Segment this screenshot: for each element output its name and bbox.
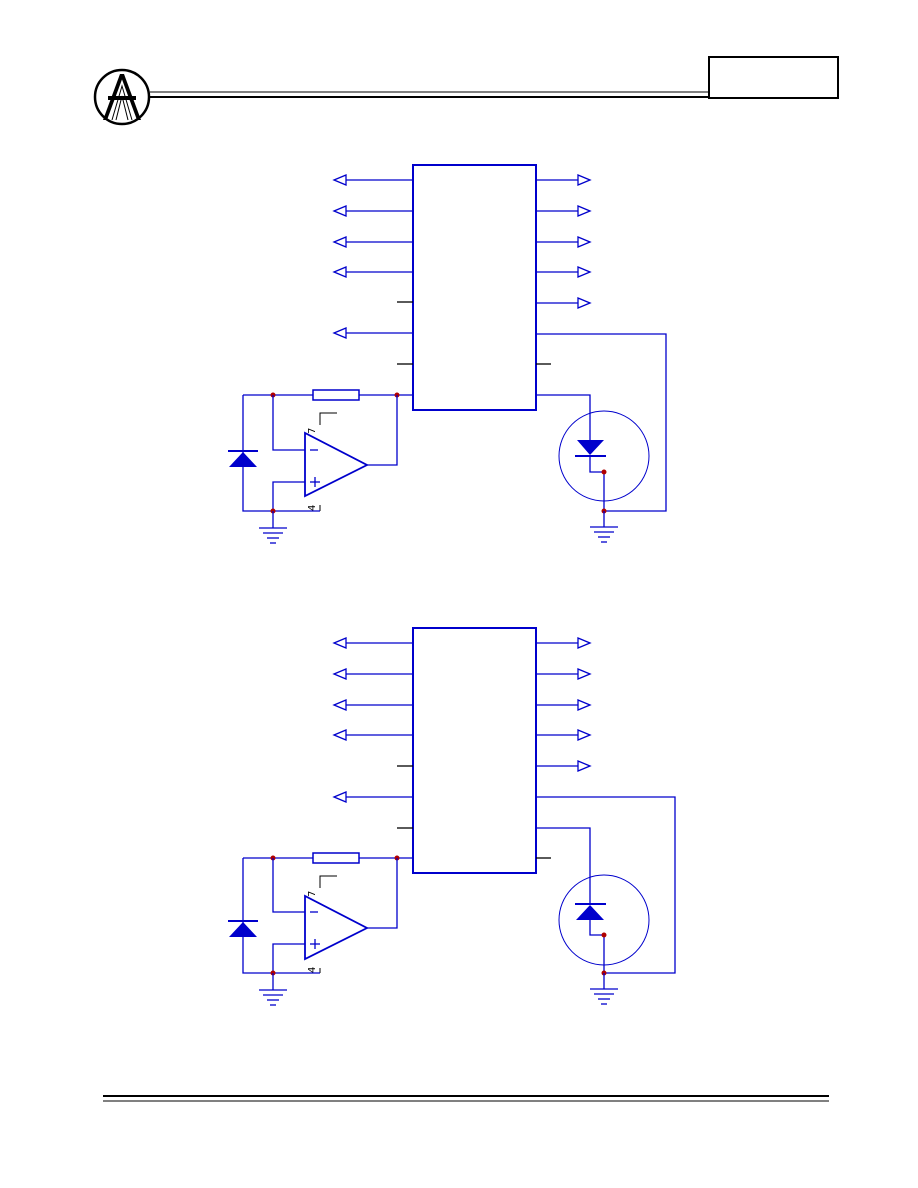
right-arrow-pin [536, 297, 592, 309]
right-arrow-pin [536, 236, 592, 248]
feedback-resistor [312, 852, 360, 864]
opamp-pin-7: 7 [307, 891, 318, 897]
footer [103, 1095, 829, 1102]
left-arrow-pin [332, 266, 413, 278]
led-diode-icon [576, 905, 604, 920]
right-arrow-pin [536, 699, 592, 711]
led-return-wire [536, 796, 676, 974]
left-arrow-pin [332, 699, 413, 711]
opamp-pin-7: 7 [307, 428, 318, 434]
left-arrow-pin [332, 327, 413, 339]
opamp-1: 7 4 [304, 412, 369, 511]
led-diode-icon [577, 440, 604, 455]
circuit-1: 7 4 [228, 164, 667, 544]
photodiode-1 [228, 450, 258, 467]
right-arrow-pin [536, 760, 592, 772]
led-anode-wire [536, 394, 591, 440]
ground-symbol-icon [590, 973, 618, 1005]
led-return-wire [536, 333, 667, 512]
led-2 [558, 874, 650, 973]
photodiode-loop-wire [242, 395, 320, 512]
right-arrow-pin [536, 637, 592, 649]
left-arrow-pin [332, 729, 413, 741]
company-logo-icon [93, 68, 151, 126]
right-pin-arrows [536, 174, 592, 365]
opamp-pin-4: 4 [307, 505, 318, 511]
opamp-minus-wire [272, 858, 305, 913]
left-pin-arrows [332, 174, 413, 365]
diode-icon [229, 452, 257, 467]
node-dot [601, 469, 607, 475]
right-arrow-pin [536, 205, 592, 217]
ground-symbol-icon [590, 511, 618, 543]
feedback-resistor [312, 389, 360, 401]
left-arrow-pin [332, 791, 413, 803]
opamp-pin-4: 4 [307, 967, 318, 973]
opamp-minus-wire [272, 395, 305, 451]
header [93, 56, 839, 126]
ground-symbol-icon [259, 511, 287, 544]
left-arrow-pin [332, 236, 413, 248]
right-arrow-pin [536, 668, 592, 680]
photodiode-loop-wire [242, 858, 320, 974]
left-pin-arrows [332, 637, 413, 829]
ic-body [412, 627, 537, 874]
led-anode-wire [536, 827, 591, 905]
right-arrow-pin [536, 729, 592, 741]
right-pin-arrows [536, 637, 592, 859]
right-arrow-pin [536, 266, 592, 278]
left-arrow-pin [332, 637, 413, 649]
opamp-output-wire [367, 395, 398, 466]
diode-icon [229, 922, 257, 937]
right-arrow-pin [536, 174, 592, 186]
opamp-plus-wire [272, 481, 305, 511]
left-arrow-pin [332, 668, 413, 680]
page-number-box [708, 56, 839, 99]
left-arrow-pin [332, 174, 413, 186]
node-dot [601, 932, 607, 938]
circuit-2: 7 4 [228, 627, 676, 1006]
ground-symbol-icon [259, 973, 287, 1006]
opamp-2: 7 4 [304, 875, 369, 973]
led-1 [558, 410, 650, 511]
opamp-plus-wire [272, 943, 305, 973]
photodiode-2 [228, 920, 258, 937]
ic-body [412, 164, 537, 411]
left-arrow-pin [332, 205, 413, 217]
opamp-output-wire [367, 858, 398, 929]
